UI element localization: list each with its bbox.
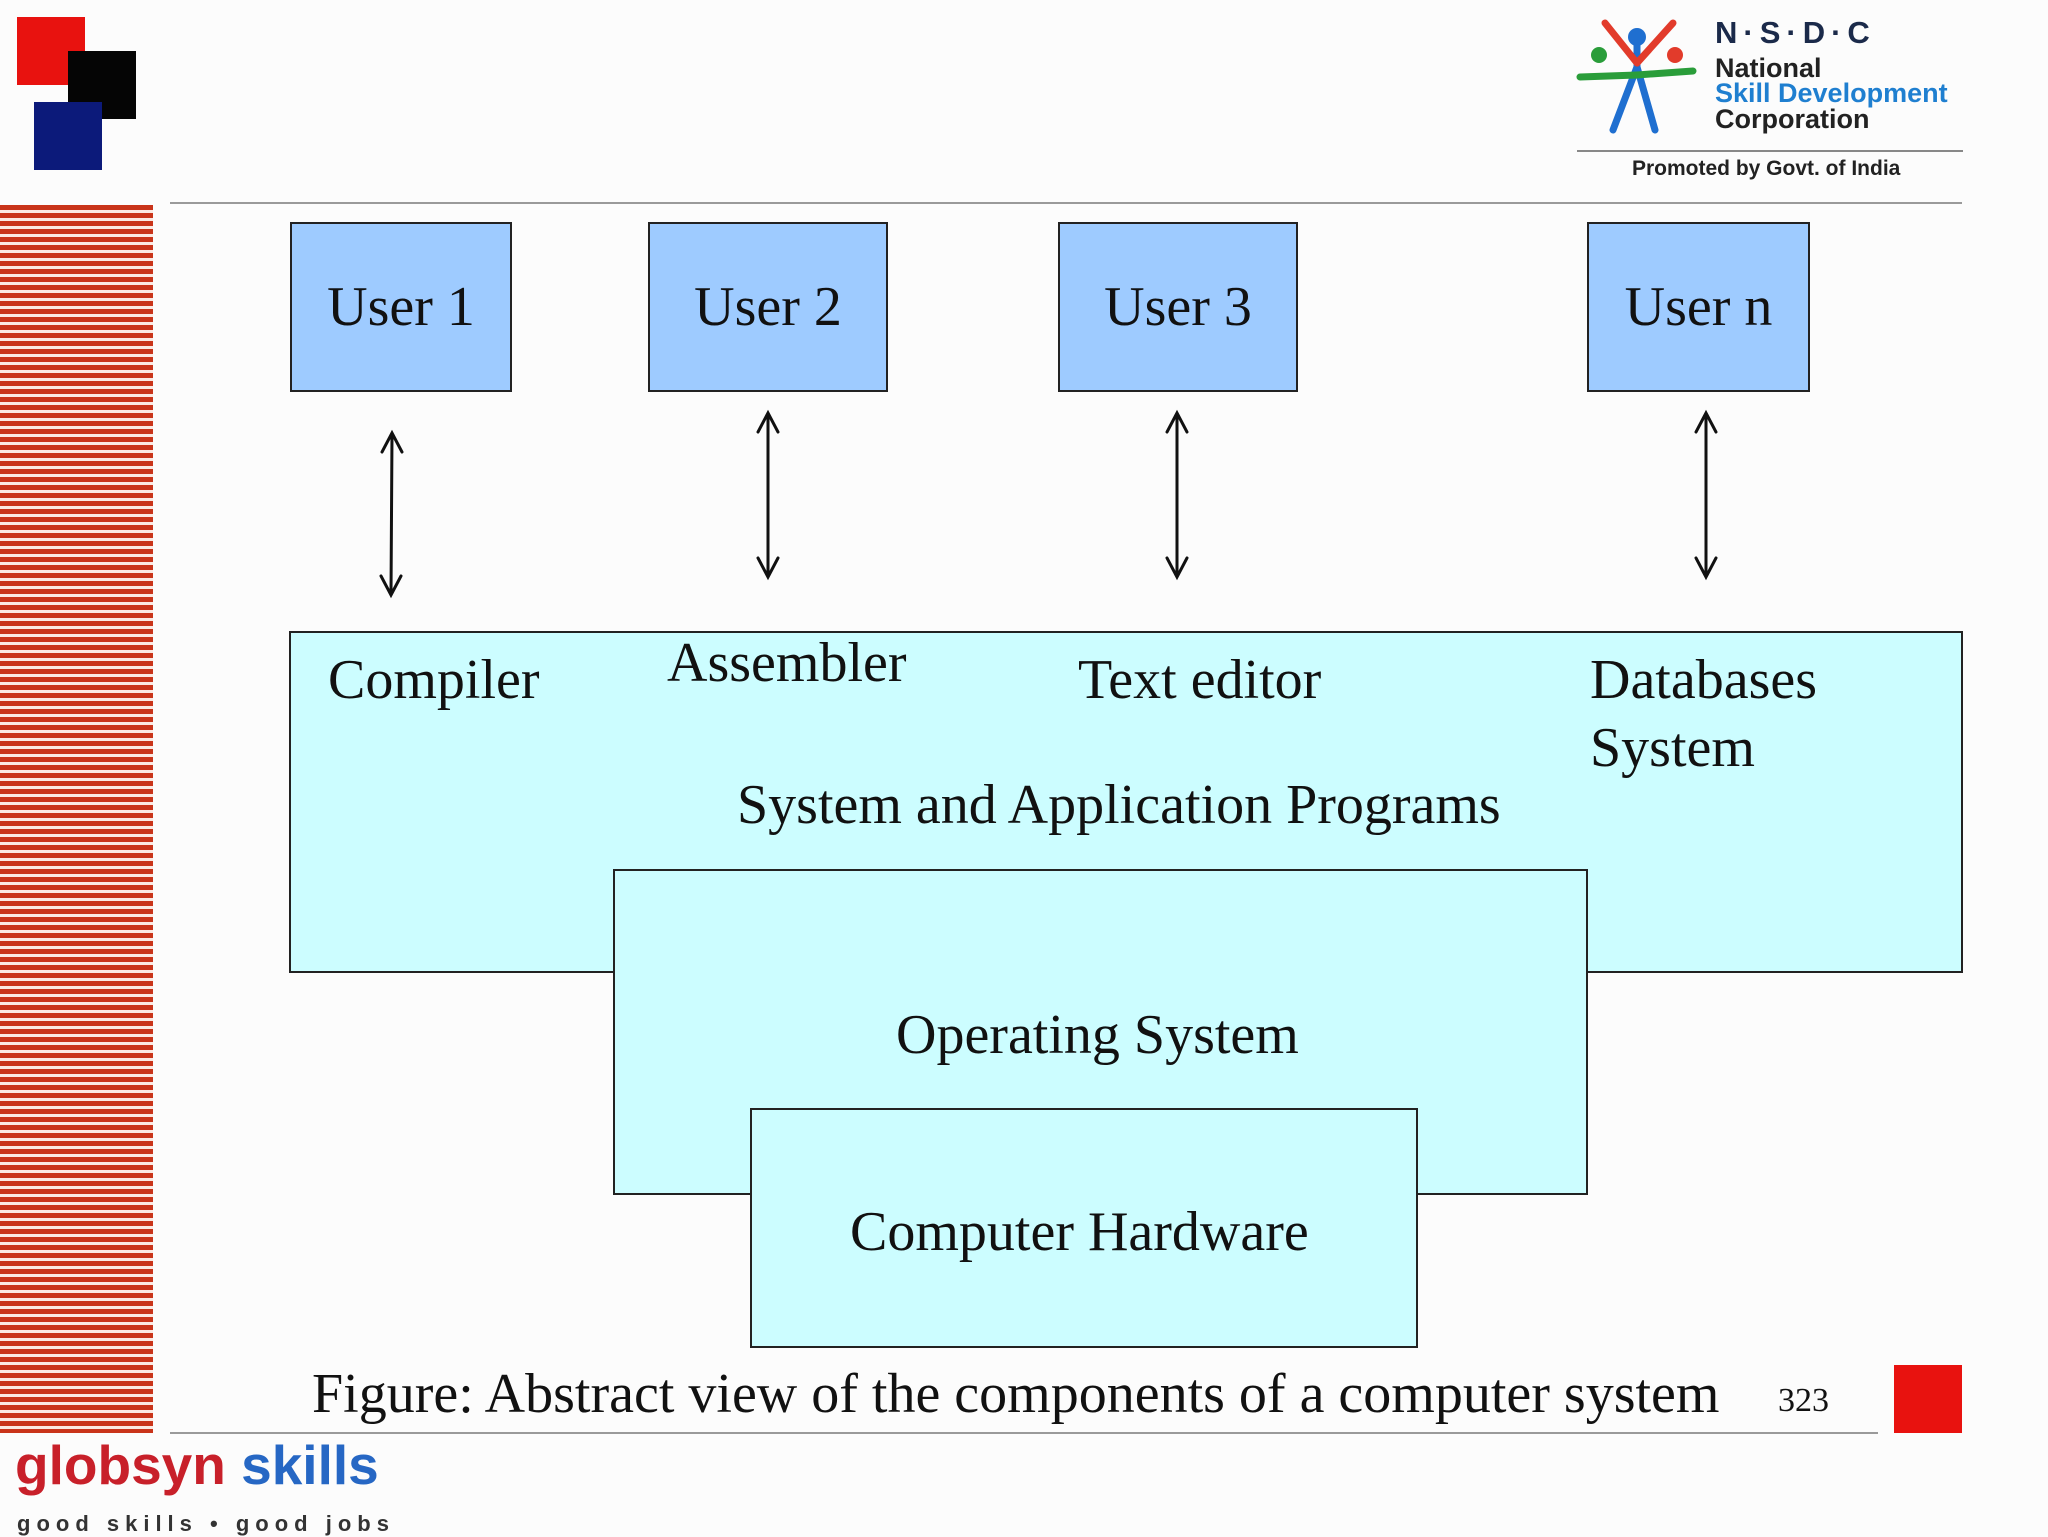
program-databases-line2: System <box>1590 717 1755 779</box>
hardware-layer-label: Computer Hardware <box>850 1201 1309 1263</box>
corner-square-blue <box>34 102 102 170</box>
nsdc-name-line2: Skill Development <box>1715 78 1948 108</box>
striped-sidebar <box>0 205 153 1433</box>
nsdc-divider <box>1577 150 1963 152</box>
nsdc-promoted-text: Promoted by Govt. of India <box>1632 157 1901 180</box>
nsdc-name-line3: Corporation <box>1715 104 1870 134</box>
user-box-3: User 3 <box>1058 222 1298 392</box>
program-compiler: Compiler <box>328 649 540 711</box>
nsdc-name-line1: National <box>1715 53 1822 83</box>
user-box-n: User n <box>1587 222 1810 392</box>
figure-caption: Figure: Abstract view of the components … <box>312 1363 1720 1425</box>
programs-layer-label: System and Application Programs <box>737 774 1501 836</box>
os-layer-label: Operating System <box>896 1004 1299 1066</box>
bidirectional-arrow-3 <box>1165 409 1189 581</box>
globsyn-logo: globsyn skills <box>15 1433 379 1497</box>
arrow-layer <box>379 409 1718 599</box>
header-divider <box>170 202 1962 204</box>
page-number: 323 <box>1778 1382 1829 1419</box>
user-box-1: User 1 <box>290 222 512 392</box>
brand-part1: globsyn <box>15 1434 226 1496</box>
nsdc-logo: N·S·D·C National Skill Development Corpo… <box>1575 15 1965 190</box>
bidirectional-arrow-n <box>1694 409 1718 581</box>
program-assembler: Assembler <box>667 632 907 694</box>
corner-square-red-bottom <box>1894 1365 1962 1433</box>
program-databases-line1: Databases <box>1590 649 1818 711</box>
nsdc-acronym: N·S·D·C <box>1715 15 1876 50</box>
brand-tagline: good skills • good jobs <box>17 1511 395 1536</box>
user-box-2: User 2 <box>648 222 888 392</box>
brand-part2: skills <box>241 1434 379 1496</box>
nsdc-figure-icon <box>1576 19 1697 134</box>
hardware-layer-box <box>750 1108 1418 1348</box>
bidirectional-arrow-2 <box>756 409 780 581</box>
program-text-editor: Text editor <box>1078 649 1322 711</box>
footer-divider <box>170 1432 1878 1434</box>
bidirectional-arrow-1 <box>379 429 404 599</box>
